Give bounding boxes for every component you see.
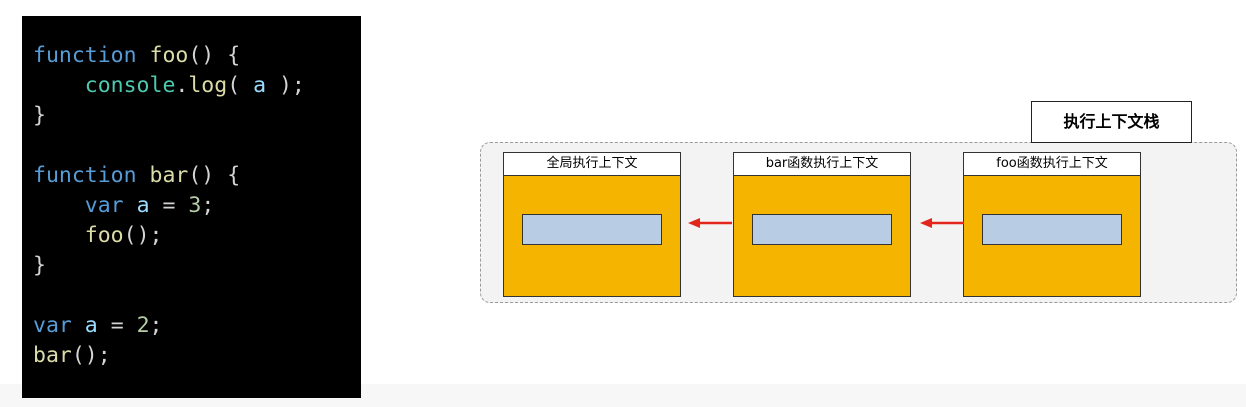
code-line: } (33, 101, 46, 131)
context-bar-body (734, 176, 910, 296)
code-token: a (253, 73, 267, 98)
code-token: ; (149, 313, 163, 338)
code-token: a (136, 193, 150, 218)
code-token (33, 193, 85, 218)
code-token: function (33, 163, 137, 188)
code-token (137, 163, 150, 188)
code-token: var (33, 313, 72, 338)
code-line: var a = 2; (33, 311, 163, 341)
code-line: function foo() { (33, 41, 240, 71)
code-token: = (149, 193, 189, 218)
code-token: log (188, 73, 228, 98)
code-token (137, 43, 150, 68)
code-token: 3 (188, 193, 202, 218)
context-global-inner-box (522, 214, 662, 245)
code-token: } (33, 253, 46, 278)
code-token: var (84, 193, 124, 218)
code-token: = (97, 313, 137, 338)
code-token (33, 73, 85, 98)
context-global-label: 全局执行上下文 (504, 153, 680, 176)
code-line: bar(); (33, 341, 111, 371)
code-panel: function foo() { console.log( a );}funct… (22, 16, 361, 398)
code-token: 2 (136, 313, 150, 338)
code-token: } (33, 103, 46, 128)
context-foo-body (964, 176, 1140, 296)
code-token: () { (188, 43, 241, 68)
context-bar: bar函数执行上下文 (733, 152, 911, 297)
context-foo-inner-box (982, 214, 1122, 245)
code-token: (); (123, 223, 163, 248)
code-token (124, 193, 137, 218)
code-token (72, 313, 85, 338)
code-token: (); (71, 343, 111, 368)
code-token: bar (33, 343, 72, 368)
code-token: console (84, 73, 176, 98)
context-foo: foo函数执行上下文 (963, 152, 1141, 297)
context-global-body (504, 176, 680, 296)
code-token: foo (84, 223, 124, 248)
code-token: a (84, 313, 98, 338)
arrow-left-icon (688, 218, 732, 228)
arrow-left-icon (920, 218, 964, 228)
code-line: foo(); (33, 221, 163, 251)
code-line: function bar() { (33, 161, 240, 191)
context-bar-inner-box (752, 214, 892, 245)
code-token: ( (227, 73, 254, 98)
code-line: console.log( a ); (33, 71, 305, 101)
code-token: () { (188, 163, 241, 188)
stack-title: 执行上下文栈 (1031, 101, 1192, 143)
context-bar-label: bar函数执行上下文 (734, 153, 910, 176)
code-token: bar (149, 163, 189, 188)
code-line: var a = 3; (33, 191, 215, 221)
code-line: } (33, 251, 46, 281)
context-global: 全局执行上下文 (503, 152, 681, 297)
context-foo-label: foo函数执行上下文 (964, 153, 1140, 176)
code-token: ; (201, 193, 215, 218)
code-token: . (175, 73, 189, 98)
code-token: ); (266, 73, 305, 98)
code-token: function (33, 43, 137, 68)
code-token: foo (149, 43, 189, 68)
code-token (33, 223, 85, 248)
